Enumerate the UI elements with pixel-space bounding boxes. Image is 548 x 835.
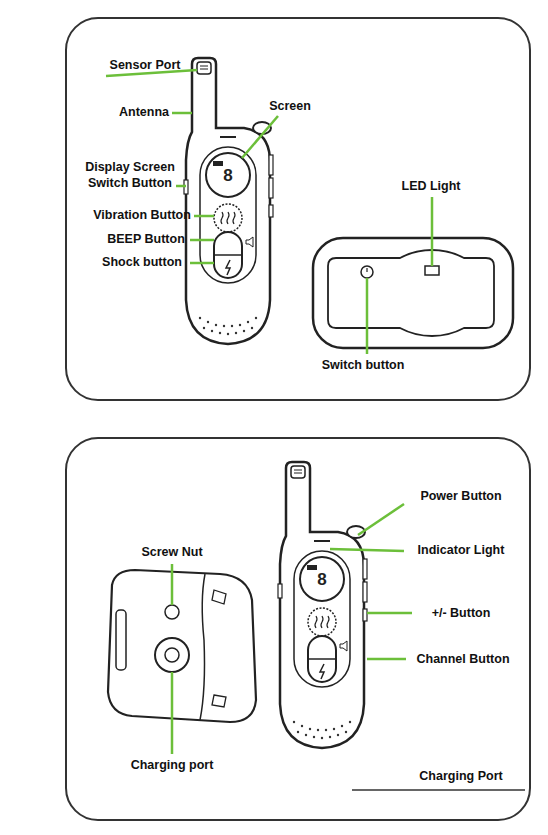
panel-frame [66, 438, 530, 820]
leader-line [367, 612, 412, 615]
part-label: Screen [269, 99, 311, 115]
screw-nut [165, 605, 179, 619]
contact-point [212, 695, 226, 707]
remote-transmitter [278, 462, 367, 748]
leader-line [194, 215, 214, 218]
leader-line [366, 278, 369, 354]
power-symbol [366, 268, 367, 272]
leader-line [171, 672, 174, 754]
receiver-body [313, 238, 513, 348]
leader-line [352, 789, 525, 791]
leader-line [330, 549, 404, 551]
panel-frame [66, 18, 530, 400]
leader-line [242, 116, 278, 158]
leader-line [431, 197, 434, 266]
switch-button [361, 266, 373, 278]
leader-line [176, 185, 186, 188]
part-label: +/- Button [432, 606, 491, 622]
part-label: Screw Nut [141, 545, 202, 561]
led-light [425, 266, 439, 275]
part-label: Power Button [420, 489, 501, 505]
part-label: Shock button [102, 255, 182, 271]
collar-receiver [313, 238, 513, 348]
leader-line [358, 504, 404, 535]
screen-digit: 8 [317, 569, 326, 590]
receiver-edge [200, 574, 205, 720]
part-label: LED Light [401, 179, 460, 195]
receiver-face [328, 250, 494, 336]
remote-transmitter [184, 58, 273, 344]
part-label: Charging port [131, 758, 214, 774]
part-label: Antenna [119, 105, 169, 121]
charging-port-cover [155, 638, 189, 672]
leader-line [172, 112, 192, 115]
part-label: Display Screen Switch Button [80, 160, 180, 191]
screen-digit: 8 [223, 165, 232, 186]
contact-point [212, 590, 226, 604]
part-label: Switch button [322, 358, 405, 374]
collar-receiver-3d [108, 570, 256, 722]
leader-line [171, 564, 174, 605]
part-label: BEEP Button [107, 232, 185, 248]
leader-line [190, 239, 214, 242]
part-label: Sensor Port [110, 58, 181, 74]
strap-slot [116, 610, 126, 670]
part-label: Indicator Light [418, 543, 505, 559]
charging-port [165, 648, 179, 662]
leader-line [190, 262, 214, 265]
leader-line [367, 658, 406, 661]
part-label: Vibration Button [93, 208, 191, 224]
part-label: Charging Port [419, 769, 502, 785]
receiver-body [108, 570, 256, 722]
part-label: Channel Button [416, 652, 509, 668]
